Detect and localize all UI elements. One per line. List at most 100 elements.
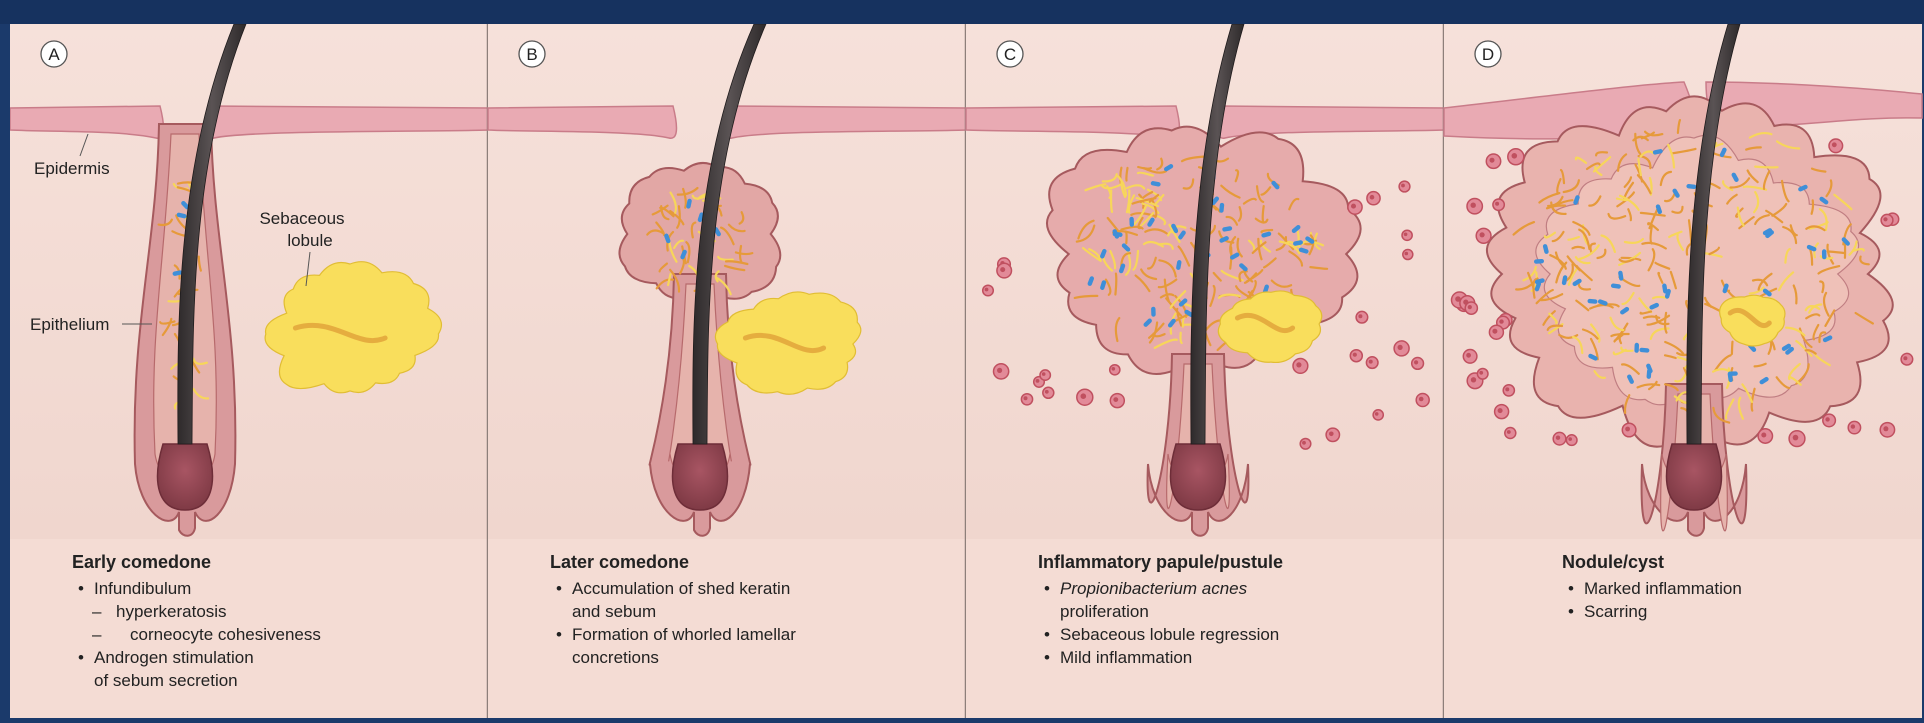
inflammatory-cell-nucleus	[1042, 372, 1046, 376]
panel-title: Nodule/cyst	[1562, 552, 1664, 572]
inflammatory-cell	[1402, 230, 1412, 240]
keratin-strand	[1653, 297, 1666, 298]
inflammatory-cell-nucleus	[1568, 437, 1572, 441]
panel-letter: B	[526, 45, 537, 64]
inflammatory-cell-nucleus	[1512, 153, 1518, 159]
panel-title: Early comedone	[72, 552, 211, 572]
inflammatory-cell-nucleus	[1793, 435, 1799, 441]
panel-letter: C	[1004, 45, 1016, 64]
keratin-strand	[1755, 167, 1777, 168]
inflammatory-cell-nucleus	[1471, 203, 1476, 208]
keratin-strand	[1732, 342, 1733, 354]
dermis	[10, 24, 488, 539]
caption-bullet: •	[1568, 602, 1574, 621]
caption-bullet: •	[78, 579, 84, 598]
inflammatory-cell-nucleus	[1883, 426, 1888, 431]
inflammatory-cell-nucleus	[1369, 360, 1373, 364]
inflammatory-cell-nucleus	[1903, 356, 1907, 360]
label-sebaceous: Sebaceous	[259, 209, 344, 228]
inflammatory-cell	[1110, 365, 1120, 375]
inflammatory-cell-nucleus	[1556, 436, 1560, 440]
caption-text: Mild inflammation	[1060, 648, 1192, 667]
inflammatory-cell	[1403, 250, 1413, 260]
inflammatory-cell-nucleus	[1832, 142, 1837, 147]
caption-item: concretions	[572, 648, 659, 667]
keratin-strand	[1651, 227, 1652, 244]
top-bar	[0, 0, 1924, 24]
panel-title: Inflammatory papule/pustule	[1038, 552, 1283, 572]
inflammatory-cell-nucleus	[1466, 353, 1471, 358]
caption-text: corneocyte cohesiveness	[130, 625, 321, 644]
caption-item: and sebum	[572, 602, 656, 621]
keratin-strand	[1126, 168, 1127, 181]
caption-text: Marked inflammation	[1584, 579, 1742, 598]
inflammatory-cell-nucleus	[1883, 217, 1887, 221]
caption-bullet: –	[92, 625, 102, 644]
inflammatory-cell	[1373, 410, 1383, 420]
inflammatory-cell-nucleus	[1507, 430, 1511, 434]
inflammatory-cell-nucleus	[985, 288, 989, 292]
inflammatory-cell-nucleus	[1302, 441, 1306, 445]
inflammatory-cell-nucleus	[1375, 412, 1379, 416]
caption-area	[1444, 539, 1922, 718]
caption-bullet: •	[78, 648, 84, 667]
caption-item: • Propionibacterium acnes	[1044, 579, 1248, 598]
keratin-strand	[1115, 274, 1116, 295]
inflammatory-cell-nucleus	[1398, 345, 1403, 350]
caption-bullet: •	[1568, 579, 1574, 598]
caption-text: Sebaceous lobule regression	[1060, 625, 1279, 644]
caption-item: of sebum secretion	[94, 671, 238, 690]
panel-letter: A	[48, 45, 60, 64]
inflammatory-cell-nucleus	[1401, 184, 1405, 188]
caption-item: • Formation of whorled lamellar	[556, 625, 796, 644]
inflammatory-cell-nucleus	[1351, 204, 1356, 209]
caption-item: •Infundibulum	[78, 579, 191, 598]
caption-item: • Marked inflammation	[1568, 579, 1742, 598]
panel-title: Later comedone	[550, 552, 689, 572]
keratin-strand	[1263, 206, 1264, 222]
panel-inflammatory-papule: C Inflammatory papule/pustule • Propionibac…	[966, 24, 1444, 718]
caption-text: Scarring	[1584, 602, 1647, 621]
inflammatory-cell-nucleus	[1358, 314, 1362, 318]
inflammatory-cell-nucleus	[1353, 353, 1357, 357]
caption-text: Formation of whorled lamellar	[572, 625, 796, 644]
caption-bullet: –	[92, 602, 102, 621]
caption-item: • Mild inflammation	[1044, 648, 1192, 667]
bacterium	[1534, 259, 1544, 264]
hair-bulb	[158, 444, 213, 510]
inflammatory-cell-nucleus	[1036, 379, 1040, 383]
inflammatory-cell-nucleus	[1419, 397, 1424, 402]
inflammatory-cell-nucleus	[1825, 417, 1829, 421]
inflammatory-cell-nucleus	[1024, 396, 1028, 400]
caption-bullet: •	[556, 625, 562, 644]
bacterium	[1634, 343, 1639, 353]
caption-text: Propionibacterium acnes	[1060, 579, 1248, 598]
caption-item: •Accumulation of shed keratin	[556, 579, 790, 598]
caption-text: concretions	[572, 648, 659, 667]
inflammatory-cell-nucleus	[1081, 393, 1087, 399]
caption-bullet: •	[1044, 579, 1050, 598]
inflammatory-cell-nucleus	[1851, 424, 1855, 428]
panel-letter: D	[1482, 45, 1494, 64]
label-epithelium: Epithelium	[30, 315, 109, 334]
inflammatory-cell-nucleus	[1625, 427, 1630, 432]
inflammatory-cell-nucleus	[997, 368, 1002, 373]
panel-nodule-cyst: D Nodule/cyst • Marked inflammation • Scarrin…	[1444, 24, 1922, 718]
caption-text: proliferation	[1060, 602, 1149, 621]
inflammatory-cell-nucleus	[1113, 397, 1118, 402]
caption-text: of sebum secretion	[94, 671, 238, 690]
caption-text: Accumulation of shed keratin	[572, 579, 790, 598]
inflammatory-cell-nucleus	[1480, 232, 1485, 237]
inflammatory-cell-nucleus	[1112, 367, 1116, 371]
inflammatory-cell-nucleus	[1498, 408, 1503, 413]
hair-bulb	[1667, 444, 1722, 510]
inflammatory-cell-nucleus	[1414, 360, 1418, 364]
inflammatory-cell-nucleus	[1499, 319, 1503, 323]
caption-bullet: •	[1044, 625, 1050, 644]
caption-item: • Sebaceous lobule regression	[1044, 625, 1279, 644]
inflammatory-cell-nucleus	[1329, 432, 1334, 437]
caption-bullet: •	[1044, 648, 1050, 667]
